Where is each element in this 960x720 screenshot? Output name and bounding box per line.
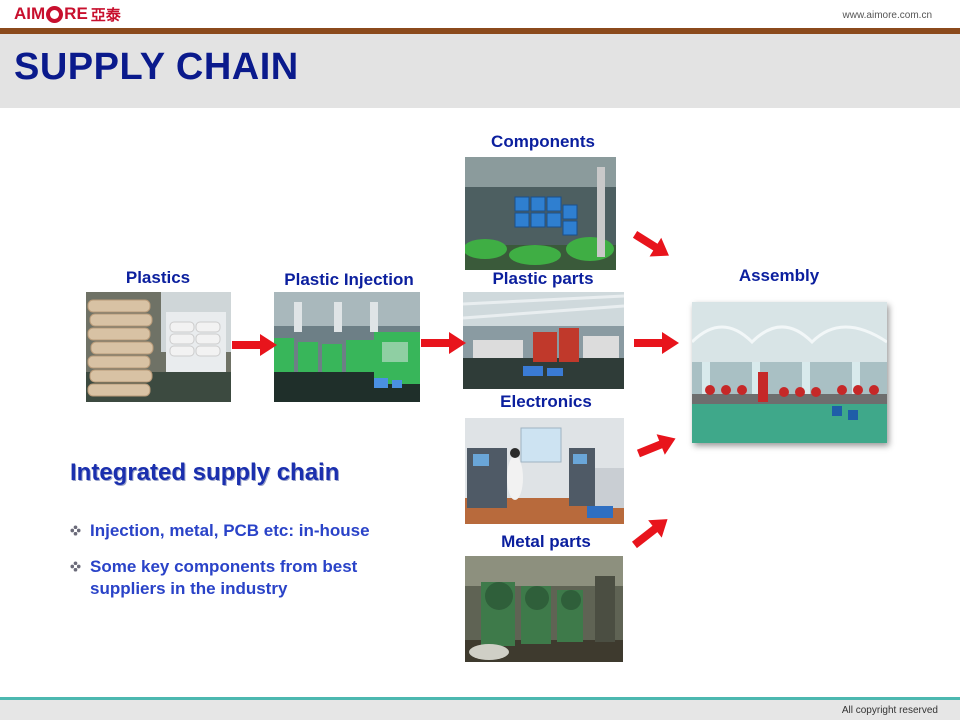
- plastic-parts-photo: [463, 292, 624, 389]
- label-electronics: Electronics: [500, 392, 592, 411]
- arrow-right-icon: [634, 332, 679, 354]
- label-plastics: Plastics: [125, 268, 191, 287]
- header-divider: [0, 28, 960, 34]
- bullet-text: Some key components from best suppliers …: [90, 557, 358, 598]
- arrow-up-right-icon: [631, 519, 668, 549]
- summary-heading: Integrated supply chain: [70, 459, 340, 486]
- bullet-text: Injection, metal, PCB etc: in-house: [90, 521, 370, 540]
- footer-band: [0, 700, 960, 720]
- bullet-item: Injection, metal, PCB etc: in-house: [70, 520, 420, 544]
- footer-divider: [0, 697, 960, 700]
- arrow-right-icon: [232, 334, 277, 356]
- label-assembly: Assembly: [738, 266, 820, 285]
- electronics-photo: [465, 418, 624, 524]
- metal-parts-photo: [465, 556, 623, 662]
- arrow-down-right-icon: [632, 231, 669, 257]
- copyright-text: All copyright reserved: [841, 705, 938, 716]
- slide-title: SUPPLY CHAIN: [14, 46, 299, 88]
- bullet-flower-icon: [70, 525, 81, 536]
- bullet-flower-icon: [70, 561, 81, 572]
- arrow-right-icon: [421, 332, 466, 354]
- arrow-up-right-icon: [636, 434, 676, 458]
- label-plastic-injection: Plastic Injection: [284, 270, 414, 289]
- aimore-logo: AIM RE 亞泰: [14, 3, 121, 25]
- components-photo: [465, 157, 616, 270]
- label-metal-parts: Metal parts: [501, 532, 591, 551]
- plastic-injection-photo: [274, 292, 420, 402]
- website-url: www.aimore.com.cn: [842, 10, 932, 21]
- label-plastic-parts: Plastic parts: [492, 269, 594, 288]
- logo-text-left: AIM: [14, 4, 46, 23]
- bullet-item: Some key components from best suppliers …: [70, 556, 420, 604]
- plastics-photo: [86, 292, 231, 402]
- assembly-photo: [692, 302, 887, 443]
- title-band: [0, 34, 960, 108]
- label-components: Components: [491, 132, 595, 151]
- logo-text-cn: 亞泰: [90, 6, 121, 24]
- logo-text-right: RE: [64, 4, 88, 23]
- logo-circle-icon: [46, 5, 64, 23]
